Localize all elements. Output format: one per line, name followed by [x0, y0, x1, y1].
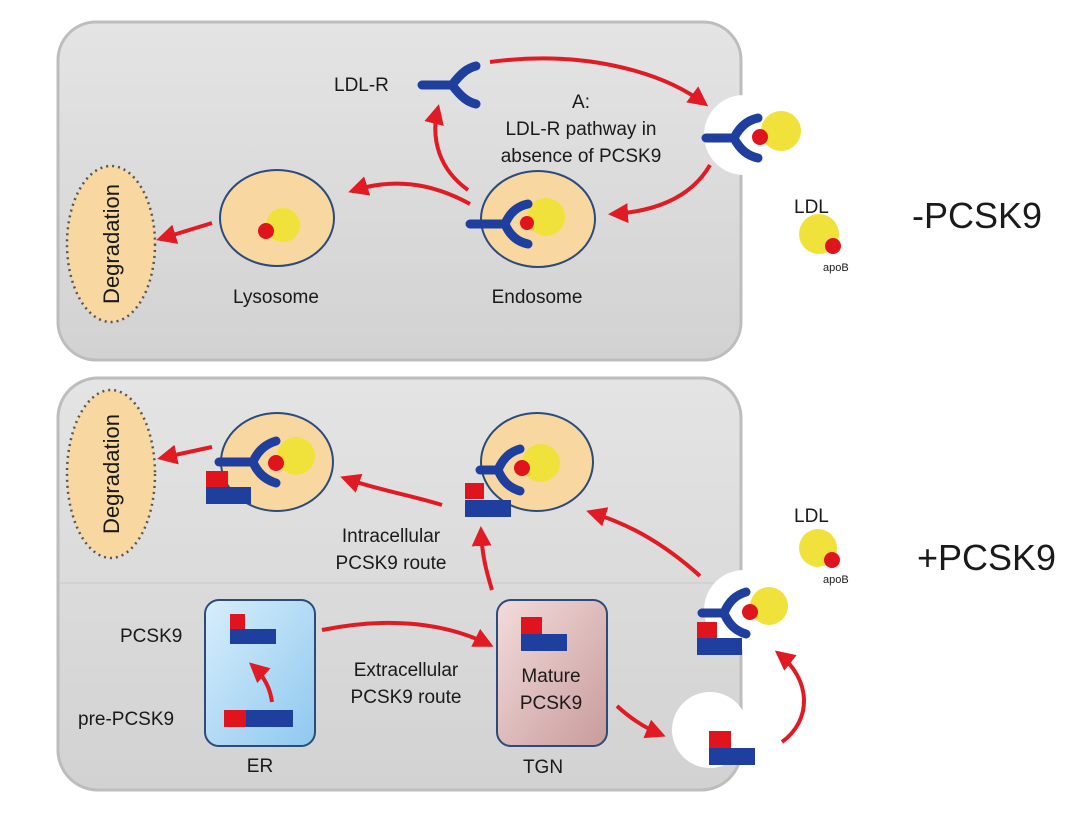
lysosome — [219, 169, 335, 267]
membrane-receptor-pcsk9-ldl — [697, 587, 788, 655]
top-title-line-3: absence of PCSK9 — [501, 146, 662, 167]
top-degradation: Degradation — [65, 164, 157, 324]
arrow-to-bottom-degradation — [157, 444, 213, 465]
endosome-pcsk9-complex — [465, 412, 594, 517]
top-cell — [56, 20, 743, 362]
extracellular-line-1: Extracellular — [354, 660, 459, 681]
arrow-er-to-tgn — [321, 620, 494, 647]
arrow-membrane-to-endosome-bottom — [586, 507, 702, 578]
bottom-apob-label: apoB — [823, 574, 849, 586]
arrow-pre-to-pcsk9 — [249, 662, 274, 703]
mature-line-2: PCSK9 — [520, 693, 582, 714]
minus-pcsk9-label: -PCSK9 — [912, 195, 1042, 236]
top-title-line-2: LDL-R pathway in — [505, 119, 656, 140]
bottom-panel: Degradation Intracellular PCSK9 route — [56, 376, 1056, 792]
bottom-degradation: Degradation — [65, 388, 157, 560]
arrow-tgn-to-endosome — [471, 526, 494, 591]
er-compartment — [204, 599, 316, 747]
intracellular-line-1: Intracellular — [342, 526, 441, 547]
top-title-line-1: A: — [572, 92, 590, 113]
arrow-lysosome-to-degradation — [156, 221, 213, 244]
arrow-tgn-to-secretion — [615, 704, 666, 739]
plus-pcsk9-label: +PCSK9 — [917, 537, 1056, 578]
mature-line-1: Mature — [521, 666, 580, 687]
ldl-receptor-icon — [417, 61, 481, 109]
endosome-label: Endosome — [492, 287, 583, 308]
arrow-secreted-to-receptor — [774, 650, 806, 744]
bottom-degradation-label: Degradation — [99, 414, 124, 534]
bottom-ldl-label: LDL — [794, 506, 829, 527]
top-ldl-particle — [799, 214, 841, 254]
bottom-ldl-particle — [799, 529, 840, 568]
pre-pcsk9-label: pre-PCSK9 — [78, 709, 174, 730]
top-membrane-pit — [704, 95, 784, 175]
arrow-endosome-to-lysosome-bottom — [340, 473, 443, 507]
arrow-receptor-to-membrane — [489, 56, 709, 107]
tgn-compartment — [496, 599, 608, 747]
intracellular-line-2: PCSK9 route — [336, 553, 447, 574]
extracellular-line-2: PCSK9 route — [351, 687, 462, 708]
arrow-endosome-to-lysosome — [348, 176, 471, 206]
er-label: ER — [247, 756, 273, 777]
arrow-endosome-recycle — [424, 104, 470, 192]
top-apob-label: apoB — [823, 262, 849, 274]
tgn-label: TGN — [523, 757, 563, 778]
top-panel: LDL-R A: LDL-R pathway in absence of PCS… — [56, 20, 1042, 362]
top-ldl-label: LDL — [794, 197, 829, 218]
secreted-pcsk9 — [709, 731, 755, 765]
top-degradation-label: Degradation — [99, 184, 124, 304]
pcsk9-label: PCSK9 — [120, 626, 182, 647]
ldl-r-label: LDL-R — [334, 75, 389, 96]
arrow-membrane-to-endosome — [608, 164, 712, 224]
lysosome-pcsk9-complex — [206, 412, 334, 512]
lysosome-label: Lysosome — [233, 287, 319, 308]
endosome — [465, 170, 596, 268]
membrane-receptor-ldl — [701, 111, 801, 163]
